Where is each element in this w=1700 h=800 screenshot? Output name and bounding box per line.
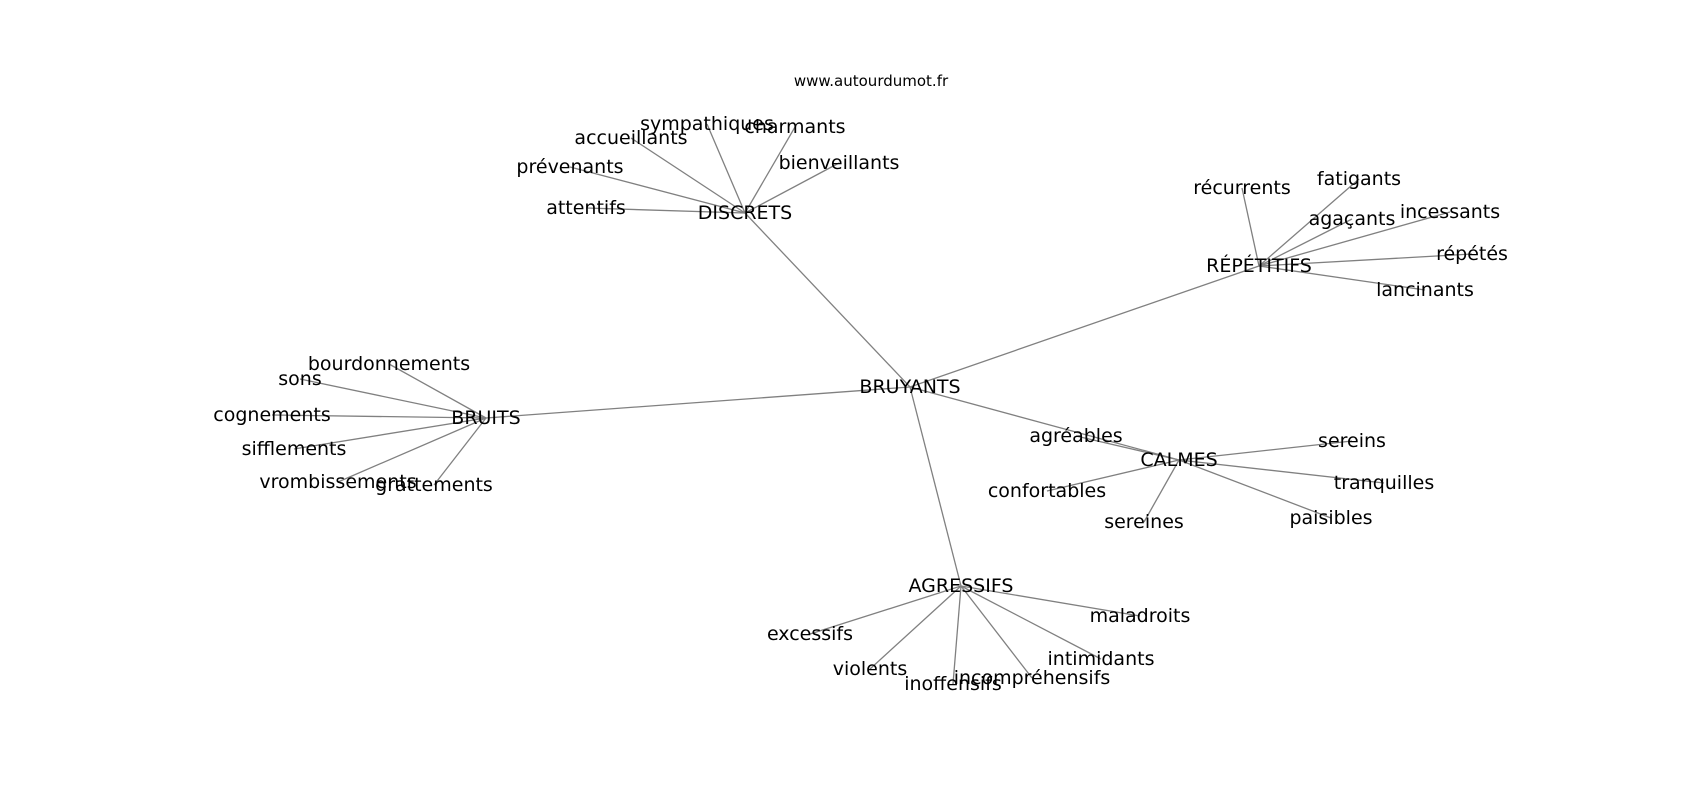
edge-discrets-prevenants [569,166,746,214]
node-group-repetitifs: RÉPÉTITIFS [1206,254,1312,277]
edge-agressifs-intimidants [960,585,1102,660]
node-group-calmes: CALMES [1140,449,1217,471]
edge-bruyants-bruits [485,386,911,419]
node-leaf-repetes: répétés [1436,243,1508,265]
node-leaf-sereines: sereines [1104,511,1184,533]
edge-agressifs-violents [869,585,962,670]
node-leaf-sifflements: sifflements [242,438,347,460]
node-leaf-prevenants: prévenants [516,156,623,178]
edge-bruyants-calmes [909,386,1180,461]
edge-calmes-agreables [1075,435,1180,461]
edge-repetitifs-repetes [1258,253,1473,267]
node-leaf-agacants: agaçants [1309,208,1396,230]
node-leaf-lancinants: lancinants [1376,279,1474,301]
edge-discrets-bienveillants [744,162,840,214]
graph-edges [271,123,1473,685]
node-leaf-cognements: cognements [213,404,330,426]
source-watermark: www.autourdumot.fr [793,72,949,90]
edge-bruits-grattements [433,417,487,486]
node-leaf-grattements: grattements [375,474,493,496]
node-leaf-inoffensifs: inoffensifs [904,673,1002,695]
node-leaf-tranquilles: tranquilles [1334,472,1434,494]
edge-bruyants-discrets [744,212,911,388]
edge-repetitifs-agacants [1258,218,1353,267]
edge-bruyants-repetitifs [909,265,1260,388]
edge-discrets-attentifs [585,207,746,214]
edge-calmes-paisibles [1178,459,1332,519]
node-leaf-fatigants: fatigants [1317,168,1401,190]
node-leaf-incessants: incessants [1400,201,1500,223]
edge-repetitifs-recurrents [1241,187,1260,267]
edge-bruyants-agressifs [909,386,962,587]
node-leaf-bienveillants: bienveillants [779,152,900,174]
node-leaf-charmants: charmants [744,116,845,138]
node-group-agressifs: AGRESSIFS [909,575,1014,597]
edge-agressifs-incomprehensifs [960,585,1033,679]
node-leaf-excessifs: excessifs [767,623,853,645]
edge-bruits-bourdonnements [388,363,487,419]
node-leaf-sympathiques: sympathiques [640,113,774,135]
node-leaf-accueillants: accueillants [574,127,687,149]
edge-bruits-cognements [271,414,487,419]
edge-repetitifs-fatigants [1258,178,1360,267]
edge-bruits-sifflements [293,417,487,450]
node-leaf-violents: violents [833,658,908,680]
edge-discrets-charmants [744,126,796,214]
node-group-bruits: BRUITS [451,407,520,429]
node-leaf-recurrents: récurrents [1193,177,1291,199]
node-leaf-sereins: sereins [1318,430,1386,452]
edge-agressifs-inoffensifs [952,585,962,685]
node-group-discrets: DISCRETS [698,202,792,224]
node-leaf-attentifs: attentifs [546,197,626,219]
node-root-bruyants: BRUYANTS [859,376,960,398]
edge-bruits-vrombissements [337,417,487,483]
node-leaf-vrombissements: vrombissements [259,471,416,493]
node-leaf-intimidants: intimidants [1048,648,1155,670]
edge-repetitifs-incessants [1258,211,1451,267]
node-leaf-agreables: agréables [1029,425,1122,447]
edge-agressifs-excessifs [809,585,962,635]
edge-agressifs-maladroits [960,585,1141,617]
node-leaf-incomprehensifs: incompréhensifs [954,667,1111,689]
edge-bruits-sons [299,378,487,419]
edge-calmes-sereins [1178,440,1353,461]
node-leaf-maladroits: maladroits [1090,605,1191,627]
edge-calmes-sereines [1143,459,1180,523]
edge-discrets-accueillants [630,137,746,214]
edge-discrets-sympathiques [706,123,746,214]
node-leaf-confortables: confortables [988,480,1106,502]
node-leaf-paisibles: paisibles [1289,507,1372,529]
edge-repetitifs-lancinants [1258,265,1426,291]
node-leaf-sons: sons [278,368,321,390]
node-leaf-bourdonnements: bourdonnements [308,353,470,375]
edge-calmes-confortables [1046,459,1180,492]
edge-calmes-tranquilles [1178,459,1385,484]
